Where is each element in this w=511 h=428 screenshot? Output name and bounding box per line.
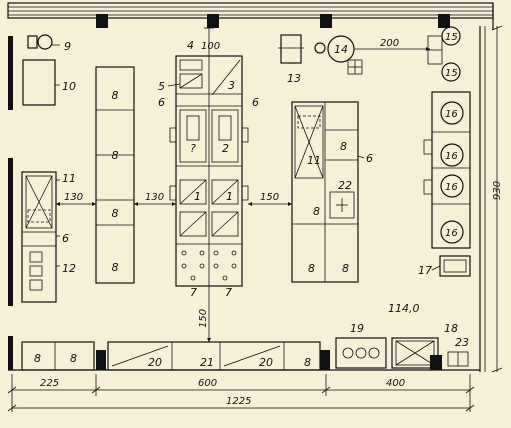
- left-station: 11 6 12: [21, 171, 76, 303]
- label-15-bottom: 15: [445, 68, 458, 79]
- dimension-150-down: 150: [198, 286, 211, 342]
- label-11: 11: [62, 172, 76, 185]
- bottom-wall: [8, 350, 480, 371]
- label-8-right-mid: 8: [313, 205, 320, 218]
- dim-150-right: 150: [260, 192, 279, 203]
- label-23: 23: [455, 336, 469, 349]
- label-4: 4: [187, 39, 194, 52]
- label-19: 19: [350, 322, 364, 335]
- label-18: 18: [444, 322, 458, 335]
- label-8-b: 8: [112, 149, 119, 162]
- label-16-c: 16: [445, 182, 458, 193]
- label-16-a: 16: [445, 109, 458, 120]
- left-wall: [8, 36, 13, 370]
- area-label: 114,0: [388, 302, 420, 315]
- dim-225: 225: [40, 378, 59, 389]
- label-8-a: 8: [112, 89, 119, 102]
- equipment-17: 17: [418, 255, 471, 277]
- equipment-13: 13: [278, 34, 304, 85]
- dim-150-down: 150: [198, 309, 209, 328]
- table-column-left: 8 8 8 8: [95, 66, 135, 284]
- label-9: 9: [64, 40, 71, 53]
- central-island: 4 100 5 3 6 6 ? 2 1 1 7 7: [158, 27, 259, 299]
- equipment-9: 9: [27, 34, 71, 53]
- label-2: 2: [222, 142, 229, 155]
- dim-200: 200: [380, 38, 399, 49]
- label-16-b: 16: [445, 151, 458, 162]
- dim-100: 100: [201, 41, 220, 52]
- top-wall: [7, 2, 494, 30]
- bottom-row-left: 8 8: [21, 341, 95, 371]
- bottom-dimensions: 225 600 400 1225: [7, 374, 475, 412]
- label-15-top: 15: [445, 32, 458, 43]
- dim-600: 600: [198, 378, 217, 389]
- label-10: 10: [62, 80, 76, 93]
- label-1-b: 1: [226, 190, 233, 203]
- right-wall: [479, 26, 486, 372]
- label-20-a: 20: [148, 356, 162, 369]
- label-22: 22: [338, 179, 352, 192]
- equipment-14: 14 200: [314, 35, 430, 75]
- label-6-mid-left: 6: [158, 96, 165, 109]
- dim-130-left: 130: [64, 192, 83, 203]
- dimension-930: 930: [491, 25, 503, 373]
- label-13: 13: [287, 72, 301, 85]
- right-island: 11 8 6 22 8 8 8: [291, 101, 373, 283]
- dim-400: 400: [386, 378, 405, 389]
- label-6-left: 6: [62, 232, 69, 245]
- label-21: 21: [200, 356, 214, 369]
- dim-930: 930: [492, 181, 503, 200]
- label-8-c: 8: [112, 207, 119, 220]
- label-7-a: 7: [190, 286, 197, 299]
- label-q: ?: [190, 142, 196, 155]
- dimension-130-left: 130: [56, 192, 96, 206]
- bottom-row-right: 19 18 23 114,0: [335, 302, 469, 369]
- dim-1225: 1225: [226, 396, 251, 407]
- label-8-right-br: 8: [342, 262, 349, 275]
- label-1-a: 1: [194, 190, 201, 203]
- dimension-130-mid: 130: [134, 192, 176, 206]
- label-6-right: 6: [366, 152, 373, 165]
- label-12: 12: [62, 262, 76, 275]
- equipment-10: 10: [22, 59, 76, 106]
- label-8-right-bl: 8: [308, 262, 315, 275]
- label-8-bottom-b: 8: [70, 352, 77, 365]
- label-20-b: 20: [259, 356, 273, 369]
- label-11-right: 11: [307, 154, 321, 167]
- label-8-bottom-c: 8: [304, 356, 311, 369]
- dimension-150-right: 150: [248, 192, 292, 206]
- label-8-bottom-a: 8: [34, 352, 41, 365]
- label-7-b: 7: [225, 286, 232, 299]
- label-5: 5: [158, 80, 165, 93]
- equipment-15: 15 15: [427, 26, 461, 82]
- equipment-16-column: 16 16 16 16: [423, 91, 471, 249]
- label-8-right-top: 8: [340, 140, 347, 153]
- label-16-d: 16: [445, 228, 458, 239]
- label-14: 14: [334, 43, 348, 56]
- label-17: 17: [418, 264, 432, 277]
- label-8-d: 8: [112, 261, 119, 274]
- dim-130-mid: 130: [145, 192, 164, 203]
- bottom-row-middle: 20 21 20 8: [107, 341, 321, 371]
- label-3: 3: [228, 79, 235, 92]
- label-6-mid-right: 6: [252, 96, 259, 109]
